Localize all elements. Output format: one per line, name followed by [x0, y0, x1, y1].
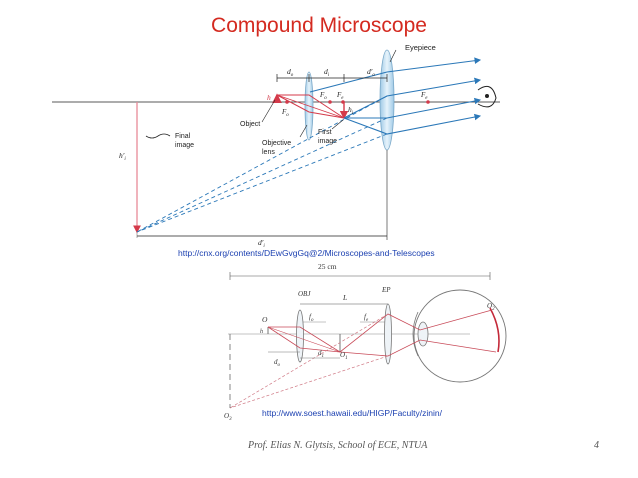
ray-eyepiece-3: [343, 113, 482, 135]
label-hi: hi: [348, 105, 354, 116]
label-objective-2: lens: [262, 149, 275, 156]
label-final-image-2: image: [175, 142, 194, 149]
eye-ball: [413, 289, 507, 383]
diagram-bottom: 25 cm L OBJ: [224, 262, 507, 422]
label-fo: fo: [309, 313, 314, 323]
label-O2: O2: [487, 302, 495, 312]
label-fo-right: Fo: [319, 91, 327, 101]
focal-point-fe-left: [341, 100, 345, 104]
label-obj: OBJ: [298, 290, 311, 298]
label-O: O: [262, 315, 268, 324]
label-object: Object: [240, 121, 260, 128]
label-h: h: [267, 93, 271, 102]
focal-point-fo-right: [328, 100, 332, 104]
label-fe-left: Fe: [336, 91, 344, 101]
label-L: L: [342, 293, 347, 302]
eye-icon: [477, 85, 497, 108]
ray-eyepiece-4: [386, 57, 482, 73]
objective-lens-2: [296, 309, 304, 363]
eyepiece-lens-2: [384, 303, 392, 365]
ray-objective-2: [276, 94, 345, 119]
eye-lens: [417, 321, 429, 347]
virtual-ray-3: [136, 133, 388, 233]
virtual-ray-2: [136, 117, 388, 233]
ray-bottom-2: [267, 326, 497, 357]
label-hi-prime: h′i: [119, 151, 126, 162]
label-d1: d1: [318, 349, 324, 359]
ray-eyepiece-1: [343, 77, 482, 119]
label-fo-left: Fo: [281, 108, 289, 118]
label-di: di: [324, 67, 330, 78]
eye-cornea: [412, 311, 419, 357]
ray-bottom-1: [268, 309, 493, 353]
ray-eyepiece-2: [344, 97, 482, 119]
label-fe: fe: [364, 313, 369, 323]
ray-eyepiece-5: [309, 71, 388, 93]
retina-image: [489, 307, 500, 353]
label-do-prime: d′o: [367, 67, 375, 78]
label-h2: h: [260, 329, 263, 335]
label-O1: O1: [340, 351, 348, 361]
label-first-image-1: First: [318, 129, 332, 136]
ray-objective-1: [277, 94, 345, 119]
focal-point-fe-right: [426, 100, 430, 104]
virtual-ray-1: [136, 95, 388, 233]
source-url-top[interactable]: http://cnx.org/contents/DEwGvgGq@2/Micro…: [178, 248, 435, 258]
slide-title: Compound Microscope: [211, 14, 427, 37]
diagram-top: Eyepiece do di d′o Fo Fe Fo Fe h hi Obje…: [52, 43, 500, 249]
ray-bottom-3: [267, 326, 341, 353]
label-fe-right: Fe: [420, 91, 428, 101]
label-eyepiece: Eyepiece: [405, 43, 436, 52]
virtual-ray-bottom-1: [229, 313, 389, 409]
label-first-image-2: image: [318, 138, 337, 145]
label-ep: EP: [381, 286, 391, 294]
eyepiece-lens: [379, 49, 395, 151]
label-objective-1: Objective: [262, 140, 291, 147]
virtual-ray-bottom-2: [229, 355, 389, 409]
ray-objective-3: [276, 94, 345, 119]
page-number: 4: [594, 440, 599, 451]
label-do-2: do: [274, 358, 281, 368]
label-final-image-1: Final: [175, 133, 191, 140]
label-do: do: [287, 67, 294, 78]
label-O3: O3: [224, 412, 232, 422]
source-url-bottom[interactable]: http://www.soest.hawaii.edu/HIGP/Faculty…: [262, 408, 442, 418]
label-25cm: 25 cm: [318, 262, 337, 271]
footer-credit: Prof. Elias N. Glytsis, School of ECE, N…: [248, 440, 428, 451]
label-di-prime: d′i: [258, 238, 265, 249]
